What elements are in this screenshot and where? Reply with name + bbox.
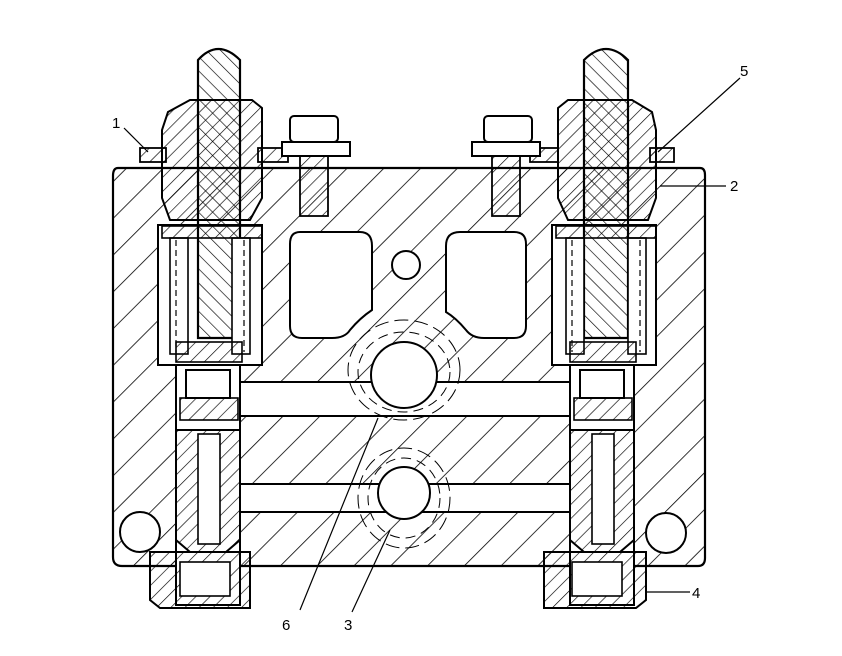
right-pilot-plug [471,115,541,217]
upper-right-cavity [445,231,527,339]
right-mounting-hole [645,512,687,554]
callout-5: 5 [740,63,748,80]
small-center-hole [391,250,421,280]
upper-left-cavity [289,231,373,339]
left-pilot-plug [281,115,351,217]
upper-cross-port [347,319,461,421]
right-valve-assembly [529,47,675,609]
callout-1: 1 [112,115,120,132]
callout-6: 6 [282,617,290,634]
left-valve-assembly [139,47,289,609]
callout-2: 2 [730,178,738,195]
left-mounting-hole [119,511,161,553]
callout-4: 4 [692,585,700,602]
lower-cross-port [357,447,451,549]
callout-3: 3 [344,617,352,634]
leader-lines [123,77,741,613]
